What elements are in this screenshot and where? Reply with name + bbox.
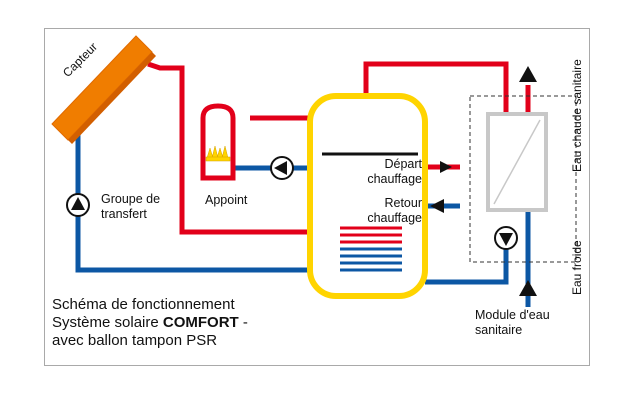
arrow-left-icon bbox=[430, 199, 444, 213]
cold-water-label: Eau froide bbox=[570, 240, 584, 295]
pump-icon bbox=[66, 193, 90, 217]
hot-water-label: Eau chaude sanitaire bbox=[570, 59, 584, 172]
boiler-label: Appoint bbox=[205, 193, 248, 207]
backup-boiler bbox=[200, 103, 236, 181]
arrow-up-icon bbox=[519, 280, 537, 296]
tank-bottom-pipe bbox=[425, 248, 509, 285]
heat-exchanger-icon bbox=[486, 112, 548, 212]
diagram-frame bbox=[44, 28, 590, 366]
solar-collector bbox=[51, 35, 156, 144]
heating-return-label: Retour chauffage bbox=[367, 196, 422, 225]
burner-flame-icon bbox=[205, 145, 231, 162]
solar-coil bbox=[340, 226, 402, 272]
collector-return-pipe bbox=[75, 130, 340, 273]
buffer-tank bbox=[307, 93, 428, 299]
caption-line-1: Schéma de fonctionnement bbox=[52, 296, 235, 313]
tank-top-pipe bbox=[363, 61, 509, 112]
caption-line-3: avec ballon tampon PSR bbox=[52, 332, 218, 349]
arrow-right-icon bbox=[440, 161, 452, 173]
arrow-up-icon bbox=[519, 66, 537, 82]
diagram-caption: Schéma de fonctionnement Système solaire… bbox=[52, 296, 248, 350]
pump-icon bbox=[270, 156, 294, 180]
caption-line-2: Système solaire COMFORT - bbox=[52, 314, 248, 331]
heating-flow-label: Départ chauffage bbox=[367, 157, 422, 186]
pump-group-label: Groupe de transfert bbox=[101, 192, 161, 221]
dhw-module-label: Module d'eau sanitaire bbox=[475, 308, 550, 337]
collector-flow-pipe bbox=[147, 61, 340, 235]
dhw-module-boundary bbox=[469, 95, 577, 263]
pump-icon bbox=[494, 226, 518, 250]
